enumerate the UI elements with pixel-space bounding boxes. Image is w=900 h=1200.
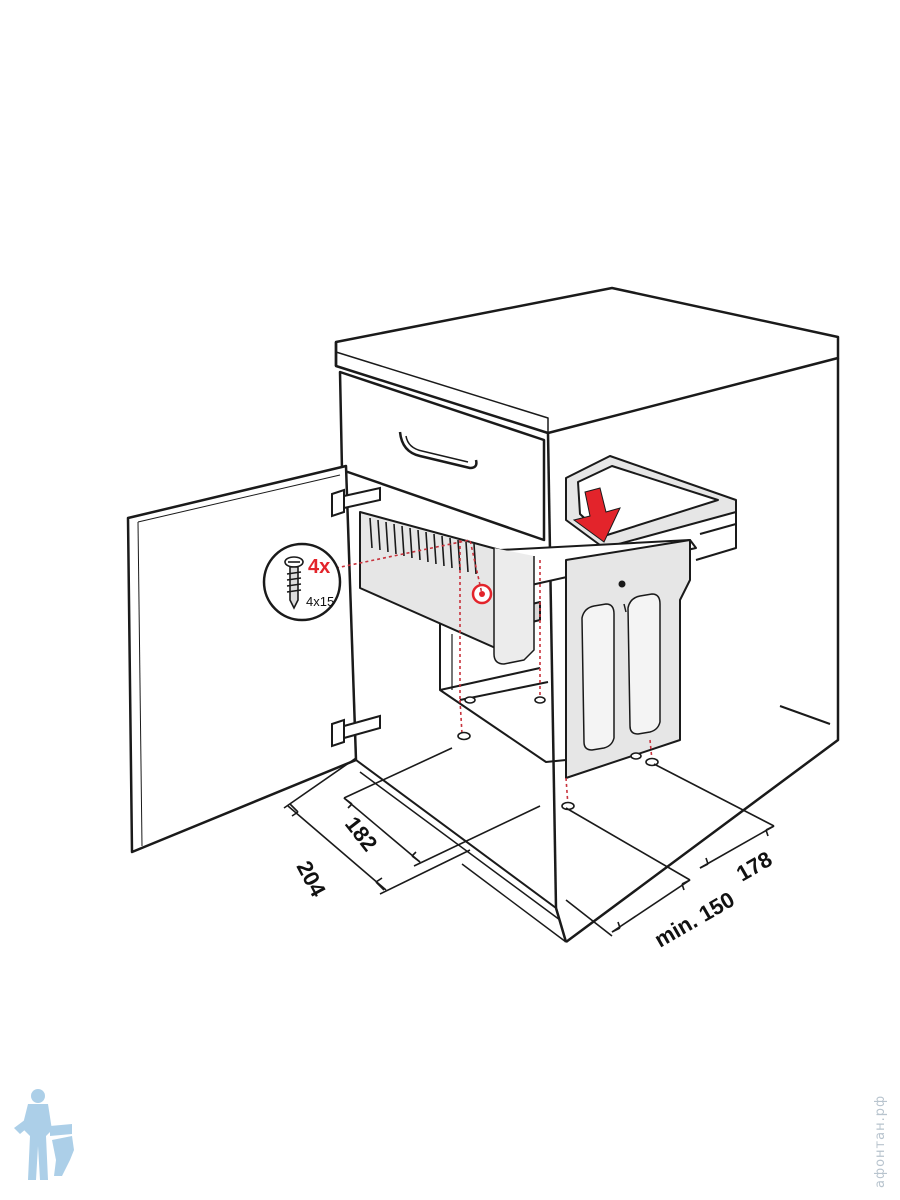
mount-holes (457, 696, 659, 811)
dimension-min-150: min. 150 (650, 887, 739, 953)
dimension-labels: 204 182 min. 150 178 (292, 812, 777, 953)
screw-count-label: 4x (308, 556, 330, 578)
pullout-tray (359, 511, 501, 651)
screw-callout: 4x 4x15 (262, 542, 342, 622)
door-hinges (331, 486, 381, 748)
screw-icon (284, 556, 304, 610)
bin-panel-left (581, 603, 615, 751)
plumber-logo-icon (14, 1089, 74, 1180)
dimension-178: 178 (732, 846, 776, 886)
cabinet-door (126, 464, 358, 854)
upper-hinge (331, 486, 381, 518)
screw-guide-lines (335, 539, 653, 807)
bin-panel-right (627, 593, 661, 735)
down-arrow-icon (572, 487, 621, 543)
cabinet-front-stile (546, 432, 558, 909)
tray-vents (369, 517, 477, 575)
dimension-182: 182 (340, 812, 382, 856)
dimension-204: 204 (292, 857, 332, 902)
bin-frame (439, 624, 567, 763)
watermark-site: афонтан.рф (873, 1095, 888, 1188)
cabinet-body (334, 286, 840, 944)
screw-size-label: 4x15 (306, 594, 334, 609)
drawer-handle (398, 431, 478, 470)
lower-hinge (331, 714, 381, 748)
cabinet-right-side (565, 358, 840, 944)
dimension-lines (283, 747, 775, 937)
